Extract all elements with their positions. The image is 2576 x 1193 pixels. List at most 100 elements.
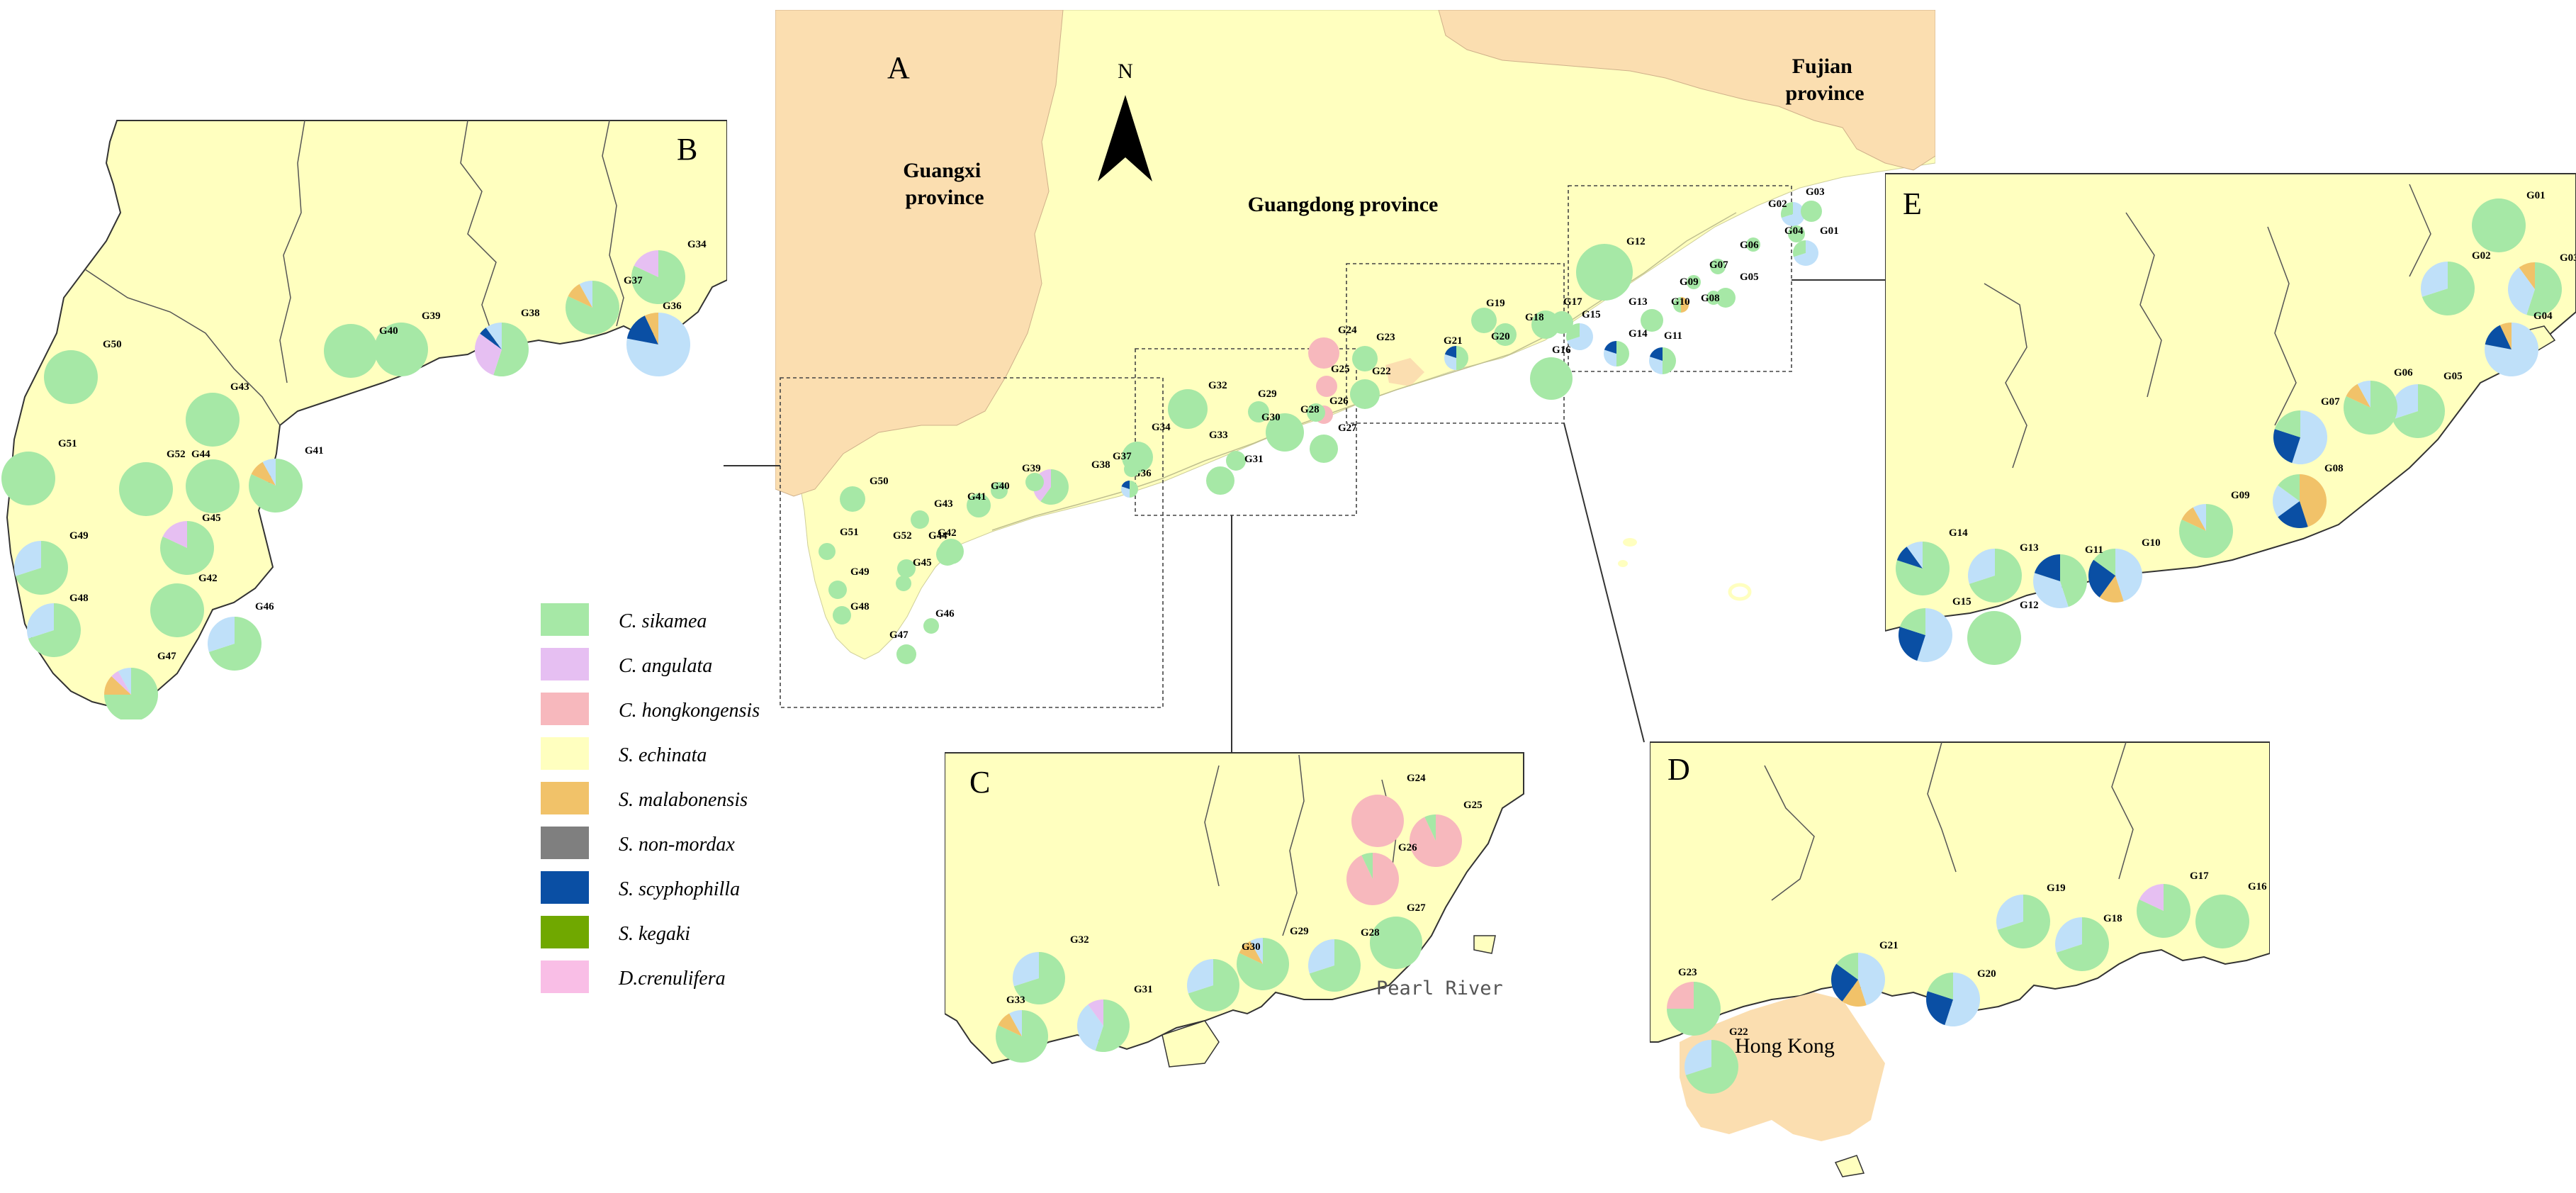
pie-slice xyxy=(1130,481,1138,498)
pie-slice xyxy=(1896,547,1923,569)
pie-slice xyxy=(644,313,658,345)
pie-slice xyxy=(1121,481,1130,489)
pie-slice xyxy=(186,393,240,447)
site-label: G46 xyxy=(255,601,274,612)
pie-slice xyxy=(1781,202,1805,226)
pie-slice xyxy=(493,323,529,376)
pie-slice xyxy=(1649,347,1663,361)
site-label: G48 xyxy=(850,601,870,612)
site-pie-g31: G31 xyxy=(1077,984,1153,1052)
site-label: G26 xyxy=(1398,842,1417,853)
site-label: G45 xyxy=(913,557,932,569)
pie-slice xyxy=(2519,262,2535,289)
pie-slice xyxy=(1576,244,1633,301)
site-pie-g04: G04 xyxy=(1784,225,1805,242)
legend-item: C. angulata xyxy=(541,648,712,680)
site-label: G39 xyxy=(1022,463,1041,474)
pie-slice xyxy=(1673,297,1681,313)
site-pie-g03: G03 xyxy=(2508,252,2576,316)
site-label: G31 xyxy=(1244,454,1264,465)
site-label: G08 xyxy=(1701,293,1720,304)
pie-slice xyxy=(2472,198,2526,252)
pie-slice xyxy=(1906,542,1923,569)
pie-slice xyxy=(1842,980,1867,1007)
legend-label: C. sikamea xyxy=(619,610,707,632)
pie-slice xyxy=(1926,991,1953,1026)
legend-swatch xyxy=(541,693,589,725)
site-label: G36 xyxy=(663,301,682,312)
pie-slice xyxy=(1531,310,1560,339)
land-orange-guangxi xyxy=(775,10,1064,497)
site-label: G06 xyxy=(2394,367,2413,379)
site-label: G49 xyxy=(850,566,870,578)
site-pie-g40: G40 xyxy=(324,324,398,378)
site-pie-g32: G32 xyxy=(1168,380,1227,429)
pie-slice xyxy=(819,543,836,560)
pie-slice xyxy=(186,459,240,513)
site-pie-g07: G07 xyxy=(1709,259,1728,274)
pie-slice xyxy=(626,315,658,345)
site-pie-g36: G36 xyxy=(626,301,690,376)
box-c-region xyxy=(1135,348,1357,516)
site-pie-g25: G25 xyxy=(1316,364,1350,397)
pie-slice xyxy=(1896,542,1950,595)
site-label: G25 xyxy=(1331,364,1350,375)
site-label: G25 xyxy=(1463,800,1483,811)
site-label: G32 xyxy=(1070,934,1089,946)
pie-slice xyxy=(111,671,131,695)
site-label: G38 xyxy=(521,308,540,319)
pie-slice xyxy=(1352,346,1378,371)
pie-slice xyxy=(1684,1040,1711,1075)
pie-slice xyxy=(162,521,187,548)
legend-label: C. hongkongensis xyxy=(619,700,760,722)
province-guangxi-line2: province xyxy=(905,186,984,209)
province-fujian-line2: province xyxy=(1785,82,1864,105)
site-pie-g27: G27 xyxy=(1370,902,1426,969)
legend-label: S. kegaki xyxy=(619,923,690,945)
pie-slice xyxy=(2033,573,2069,609)
site-label: G26 xyxy=(1329,396,1349,407)
site-pie-g48: G48 xyxy=(833,601,870,624)
site-label: G14 xyxy=(1949,527,1968,539)
site-pie-g01: G01 xyxy=(2472,190,2546,252)
pie-slice xyxy=(28,603,81,657)
site-pie-g50: G50 xyxy=(840,476,889,512)
site-pie-g16: G16 xyxy=(2195,881,2267,948)
site-pie-g41: G41 xyxy=(967,491,991,517)
site-pie-g52: G52 xyxy=(119,449,186,516)
pie-slice xyxy=(923,618,939,634)
site-pie-g34: G34 xyxy=(631,239,707,304)
pie-slice xyxy=(996,1010,1049,1063)
site-pie-g14: G14 xyxy=(1604,328,1648,366)
site-pie-g04: G04 xyxy=(2485,310,2553,376)
site-pie-g41: G41 xyxy=(249,445,324,513)
site-pie-g20: G20 xyxy=(1926,968,1996,1026)
site-pie-g11: G11 xyxy=(1649,330,1682,374)
pie-slice xyxy=(1788,225,1805,242)
pie-slice xyxy=(1530,357,1573,400)
pie-slice xyxy=(2526,262,2562,316)
pie-slice xyxy=(626,313,690,376)
site-label: G04 xyxy=(2533,310,2553,322)
site-pie-g37: G37 xyxy=(1113,451,1140,477)
site-pie-g18: G18 xyxy=(1525,310,1560,339)
site-label: G33 xyxy=(1006,995,1025,1006)
site-pie-g15: G15 xyxy=(1899,596,1972,662)
pie-slice xyxy=(480,327,502,349)
box-e-region xyxy=(1568,185,1792,372)
pie-slice xyxy=(1310,435,1338,463)
pie-slice xyxy=(2115,549,2142,602)
site-pie-g29: G29 xyxy=(1248,388,1277,422)
pie-slice xyxy=(1616,341,1629,366)
pie-slice xyxy=(1206,466,1234,495)
pie-slice xyxy=(1013,952,1065,1004)
site-label: G43 xyxy=(230,381,249,393)
pie-slice xyxy=(2054,917,2082,953)
legend-swatch xyxy=(541,648,589,680)
site-label: G47 xyxy=(889,629,909,641)
site-pie-g03: G03 xyxy=(1801,186,1825,222)
